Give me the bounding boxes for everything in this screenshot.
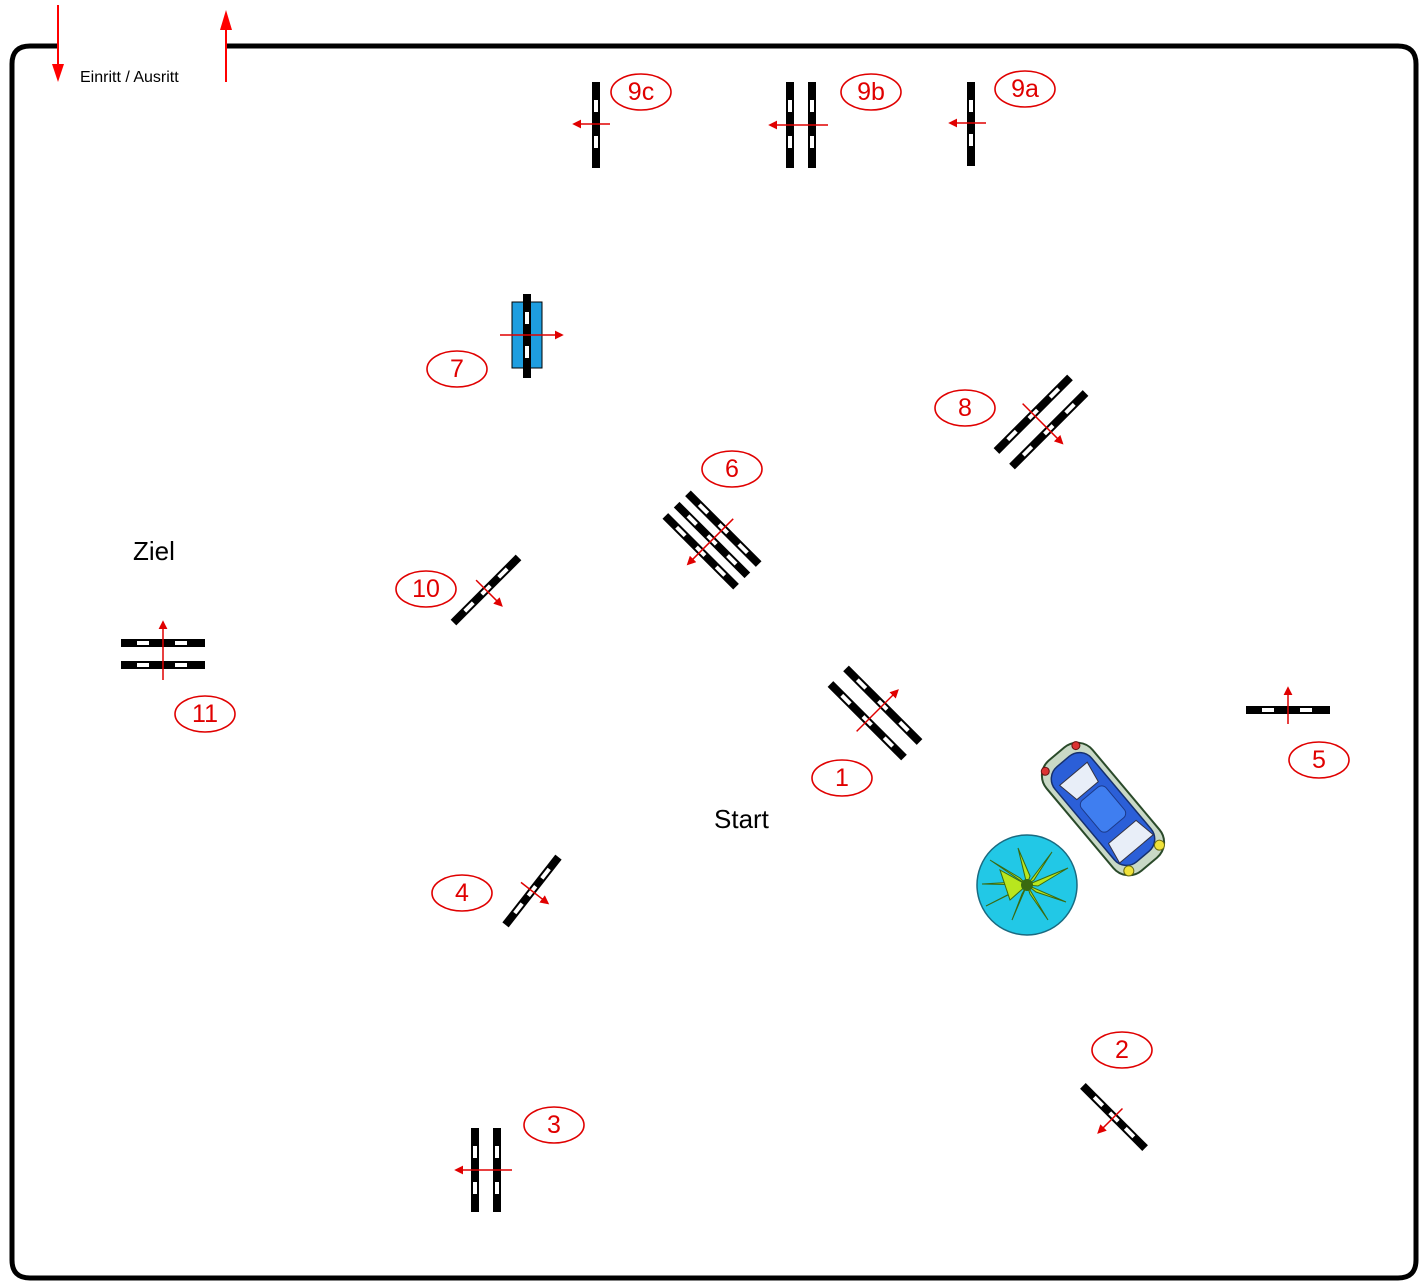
number-marker-4: 4 bbox=[432, 875, 492, 911]
svg-text:11: 11 bbox=[192, 700, 218, 728]
svg-text:9b: 9b bbox=[857, 78, 885, 106]
start-label: Start bbox=[714, 804, 770, 834]
number-marker-5: 5 bbox=[1289, 742, 1349, 778]
number-marker-8: 8 bbox=[935, 390, 995, 426]
number-marker-3: 3 bbox=[524, 1107, 584, 1143]
svg-text:6: 6 bbox=[725, 455, 739, 483]
number-marker-6: 6 bbox=[702, 451, 762, 487]
obstacle-4 bbox=[494, 848, 574, 937]
obstacle-1 bbox=[820, 654, 935, 769]
entry-exit-label: Einritt / Ausritt bbox=[80, 69, 179, 86]
number-marker-2: 2 bbox=[1092, 1032, 1152, 1068]
number-marker-7: 7 bbox=[427, 351, 487, 387]
obstacle-9c bbox=[574, 82, 610, 168]
number-marker-9c: 9c bbox=[611, 74, 671, 110]
svg-text:3: 3 bbox=[547, 1111, 561, 1139]
obstacle-8 bbox=[986, 367, 1099, 480]
obstacle-9a bbox=[950, 82, 986, 166]
obstacle-11 bbox=[121, 622, 205, 680]
obstacle-7 bbox=[500, 294, 562, 378]
svg-text:5: 5 bbox=[1312, 746, 1326, 774]
obstacle-5 bbox=[1246, 688, 1330, 724]
obstacle-3 bbox=[456, 1128, 512, 1212]
svg-text:9c: 9c bbox=[628, 78, 654, 106]
arena-border bbox=[12, 46, 1416, 1278]
svg-text:4: 4 bbox=[455, 879, 469, 907]
number-marker-9b: 9b bbox=[841, 74, 901, 110]
svg-text:7: 7 bbox=[450, 355, 464, 383]
finish-label: Ziel bbox=[133, 536, 175, 566]
obstacle-2 bbox=[1067, 1077, 1153, 1163]
number-marker-1: 1 bbox=[812, 760, 872, 796]
number-marker-10: 10 bbox=[396, 571, 456, 607]
number-marker-9a: 9a bbox=[995, 71, 1055, 107]
number-marker-11: 11 bbox=[175, 696, 235, 732]
obstacle-6 bbox=[653, 483, 769, 599]
svg-text:10: 10 bbox=[412, 575, 440, 603]
svg-text:2: 2 bbox=[1115, 1036, 1129, 1064]
plant-icon bbox=[977, 835, 1077, 935]
svg-text:1: 1 bbox=[835, 764, 849, 792]
obstacle-10 bbox=[444, 548, 535, 639]
obstacle-9b bbox=[770, 82, 828, 168]
svg-text:9a: 9a bbox=[1011, 75, 1039, 103]
svg-text:8: 8 bbox=[958, 394, 972, 422]
